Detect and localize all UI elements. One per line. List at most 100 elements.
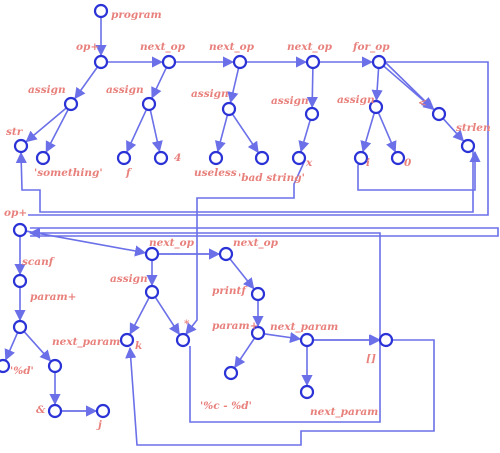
- label-strlen: strlen: [456, 122, 491, 134]
- label-assign-2: assign: [106, 84, 144, 96]
- edge-12: [45, 108, 69, 153]
- node-strlen: [460, 138, 476, 154]
- edge-35: [263, 332, 302, 344]
- edge-22: [25, 230, 147, 257]
- edge-16: [231, 113, 259, 154]
- edge-46: [28, 227, 381, 423]
- edge-7: [227, 67, 240, 104]
- label-scanf: scanf: [22, 256, 56, 268]
- edge-13: [126, 109, 148, 153]
- label-assign-1: assign: [28, 84, 66, 96]
- node-x: [291, 150, 307, 166]
- node-something: [35, 150, 51, 166]
- node-useless: [208, 150, 224, 166]
- label-next-op-4: next_op: [149, 237, 195, 250]
- edge-5: [74, 66, 99, 100]
- node-amp: [47, 403, 63, 419]
- edge-32: [154, 296, 180, 336]
- node-assign-6: [144, 284, 160, 300]
- edge-8: [306, 67, 318, 109]
- label-op-plus-2: op+: [4, 207, 27, 219]
- edge-45: [125, 339, 435, 446]
- label-str: str: [6, 126, 24, 138]
- label-assign-6: assign: [110, 273, 148, 285]
- label-f: f: [125, 167, 133, 179]
- node-param-plus-1: [12, 319, 28, 335]
- node-star: [175, 332, 191, 348]
- label-next-op-1: next_op: [140, 41, 186, 54]
- label-assign-4: assign: [271, 95, 309, 107]
- label-fmt: '%c - %d': [200, 400, 252, 412]
- node-next-op-4: [144, 246, 160, 262]
- node-f: [116, 150, 132, 166]
- label-i: i: [366, 157, 370, 169]
- edge-6: [151, 67, 168, 99]
- node-less-than: [431, 106, 447, 122]
- label-assign-5: assign: [337, 94, 375, 106]
- edge-11: [25, 107, 67, 143]
- node-assign-2: [141, 96, 157, 112]
- label-next-op-3: next_op: [287, 41, 333, 54]
- node-next-param-1: [47, 358, 63, 374]
- label-j: j: [96, 419, 102, 431]
- label-k: k: [135, 340, 142, 352]
- edge-20: [442, 117, 465, 142]
- node-fmt: [223, 365, 239, 381]
- edge-43: [30, 227, 499, 237]
- node-next-op-5: [218, 246, 234, 262]
- node-next-param-3: [299, 384, 315, 400]
- edge-42: [357, 150, 481, 191]
- edge-19: [377, 112, 397, 153]
- edge-34: [234, 337, 256, 369]
- nodes: [0, 3, 476, 419]
- edge-40: [15, 150, 474, 213]
- label-x: x: [305, 157, 313, 169]
- node-bad-string: [254, 150, 270, 166]
- edge-18: [360, 112, 376, 153]
- label-op-plus-1: op+: [76, 41, 99, 53]
- edge-17: [298, 119, 312, 153]
- label-pct-d: '%d': [10, 365, 34, 377]
- node-printf: [250, 286, 266, 302]
- node-scanf: [12, 273, 28, 289]
- node-op-plus-2: [12, 222, 28, 238]
- label-param-plus-2: param+: [212, 320, 258, 332]
- label-brackets: []: [366, 353, 376, 365]
- edge-31: [129, 296, 150, 335]
- label-param-plus-1: param+: [30, 291, 76, 303]
- label-four: 4: [174, 152, 181, 164]
- label-amp: &: [36, 404, 46, 416]
- label-next-param-2: next_param: [270, 321, 338, 334]
- edge-9: [371, 67, 383, 102]
- node-four: [153, 150, 169, 166]
- label-bad-string: 'bad string': [238, 172, 305, 184]
- node-assign-3: [221, 101, 237, 117]
- label-assign-3: assign: [191, 88, 229, 100]
- node-next-op-1: [161, 54, 177, 70]
- label-next-op-5: next_op: [233, 237, 279, 250]
- node-brackets: [378, 332, 394, 348]
- edge-15: [214, 114, 229, 153]
- label-zero: 0: [404, 157, 412, 169]
- label-useless: useless: [194, 167, 237, 179]
- edge-39: [384, 61, 433, 109]
- edge-41: [185, 159, 306, 335]
- node-str: [13, 138, 29, 154]
- node-k: [119, 332, 135, 348]
- label-next-param-1: next_param: [52, 336, 120, 349]
- label-for-op: for_op: [352, 41, 390, 54]
- label-next-param-3: next_param: [310, 406, 378, 419]
- node-for-op: [371, 54, 387, 70]
- node-param-plus-2: [250, 325, 266, 341]
- label-program: program: [111, 9, 162, 21]
- node-next-param-2: [299, 332, 315, 348]
- node-assign-4: [304, 106, 320, 122]
- edge-27: [4, 332, 19, 361]
- label-star: *: [184, 318, 190, 330]
- node-pct-d: [0, 358, 11, 374]
- node-zero: [390, 150, 406, 166]
- label-next-op-2: next_op: [209, 41, 255, 54]
- label-something: 'something': [34, 167, 103, 179]
